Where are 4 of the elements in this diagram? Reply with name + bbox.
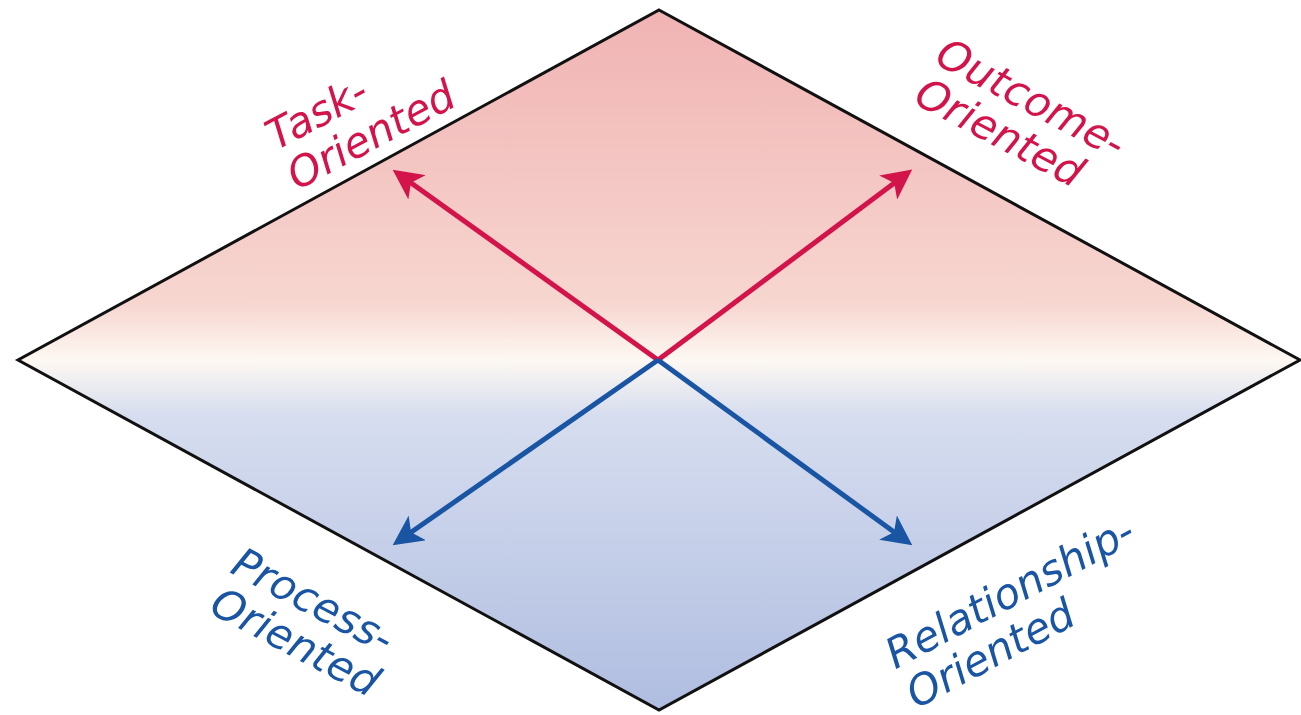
arrow xyxy=(656,169,913,362)
arrow xyxy=(392,169,660,363)
arrow xyxy=(656,357,913,546)
arrow xyxy=(392,357,660,546)
